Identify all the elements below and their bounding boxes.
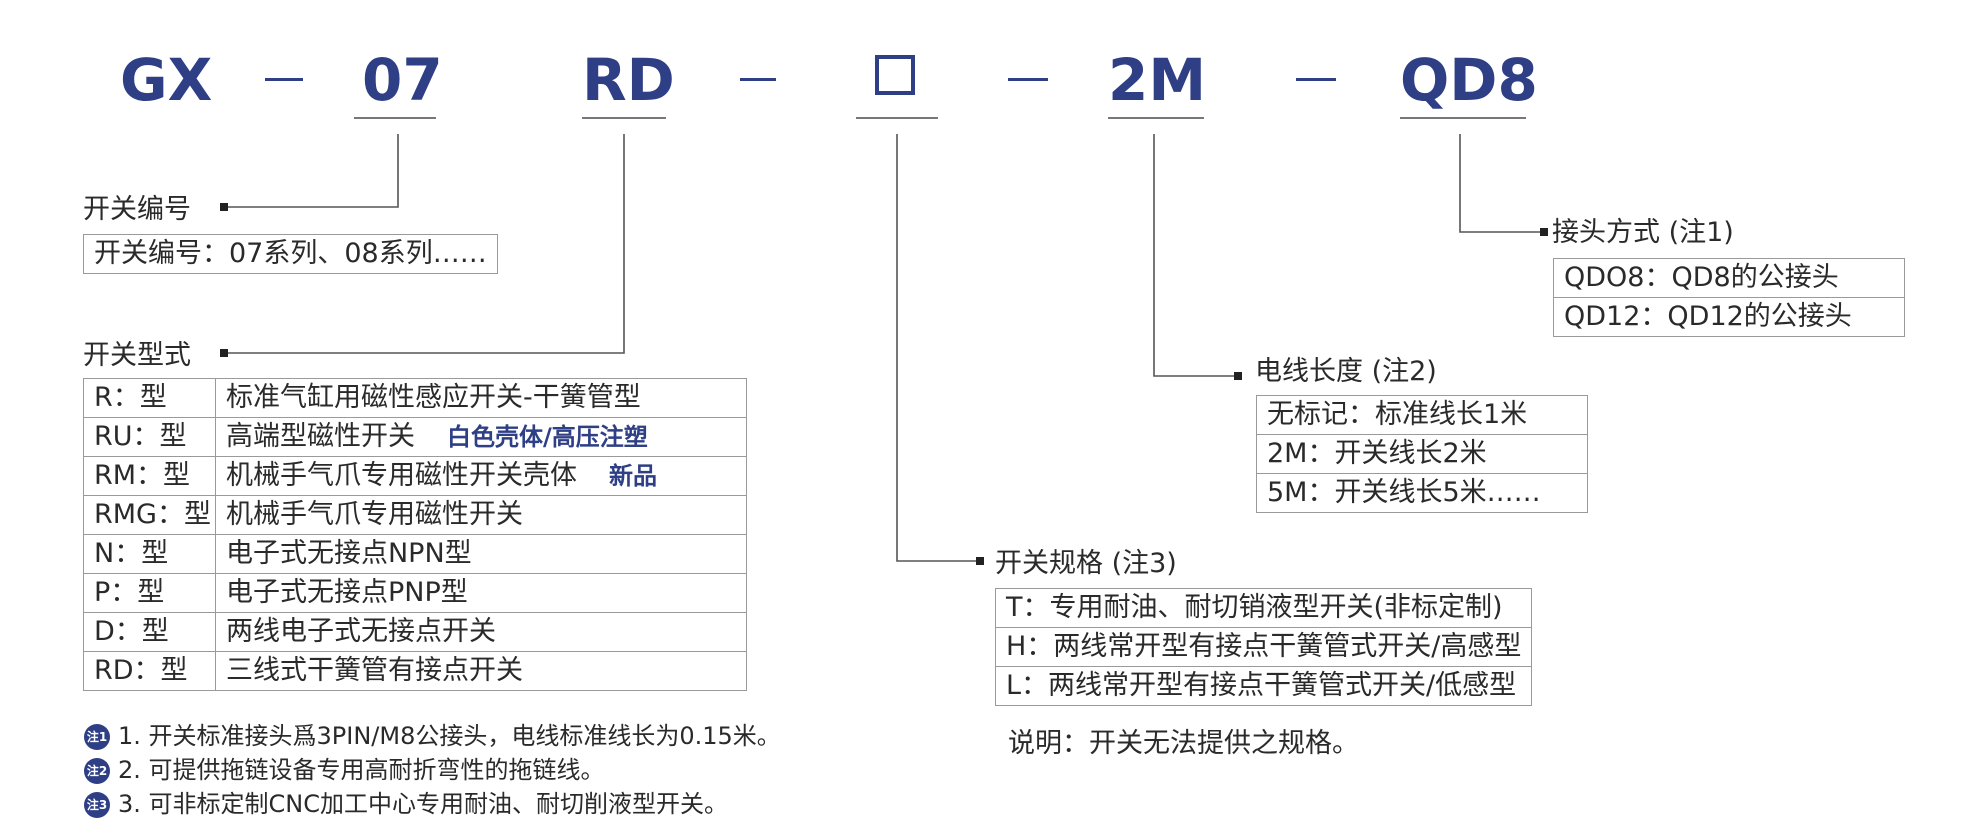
type-key-cell: RM：型 [83, 456, 216, 496]
table-row: N：型电子式无接点NPN型 [83, 534, 747, 574]
code-wire: 2M [1108, 46, 1207, 114]
type-key-cell: RMG：型 [83, 495, 216, 535]
connector-title: 接头方式 (注1) [1552, 217, 1734, 248]
table-row: D：型两线电子式无接点开关 [83, 612, 747, 652]
footnote: 注1 1. 开关标准接头爲3PIN/M8公接头，电线标准线长为0.15米。 [84, 721, 781, 751]
note-3-icon: 注3 [84, 792, 110, 818]
switch-type-title: 开关型式 [83, 340, 191, 371]
spec-placeholder-box [875, 55, 915, 95]
separator-dash [1008, 78, 1048, 81]
bullet-marker [1234, 372, 1242, 380]
switch-number-title: 开关编号 [83, 194, 191, 225]
wire-cell: 5M：开关线长5米…… [1256, 473, 1588, 513]
type-desc-cell: 电子式无接点PNP型 [214, 573, 747, 613]
type-desc-text: 高端型磁性开关 [225, 421, 415, 452]
type-key-cell: D：型 [83, 612, 216, 652]
type-key-cell: R：型 [83, 378, 216, 418]
bullet-marker [220, 349, 228, 357]
table-row: RU：型高端型磁性开关 白色壳体/高压注塑 [83, 417, 747, 457]
type-desc-cell: 标准气缸用磁性感应开关-干簧管型 [214, 378, 747, 418]
type-desc-text: 电子式无接点PNP型 [225, 577, 468, 608]
table-row: RMG：型机械手气爪专用磁性开关 [83, 495, 747, 535]
leader-line-series [226, 134, 399, 208]
separator-dash [265, 78, 303, 81]
wire-length-title: 电线长度 (注2) [1255, 356, 1437, 387]
wire-length-table: 无标记：标准线长1米 2M：开关线长2米 5M：开关线长5米…… [1256, 395, 1588, 513]
type-key-cell: RU：型 [83, 417, 216, 457]
spec-cell: H：两线常开型有接点干簧管式开关/高感型 [994, 627, 1533, 667]
footnote-text: 2. 可提供拖链设备专用高耐折弯性的拖链线。 [118, 756, 605, 784]
code-series: 07 [362, 46, 443, 114]
series-underline [354, 117, 436, 119]
type-desc-cell: 高端型磁性开关 白色壳体/高压注塑 [214, 417, 747, 457]
table-row: QD12：QD12的公接头 [1553, 297, 1905, 337]
table-row: 无标记：标准线长1米 [1256, 395, 1588, 435]
table-row: 5M：开关线长5米…… [1256, 473, 1588, 513]
wire-cell: 2M：开关线长2米 [1256, 434, 1588, 474]
spec-cell: T：专用耐油、耐切销液型开关(非标定制) [994, 588, 1533, 628]
switch-spec-table: T：专用耐油、耐切销液型开关(非标定制) H：两线常开型有接点干簧管式开关/高感… [994, 588, 1533, 706]
type-desc-text: 标准气缸用磁性感应开关-干簧管型 [225, 382, 641, 413]
table-row: T：专用耐油、耐切销液型开关(非标定制) [994, 588, 1533, 628]
leader-line-type [226, 134, 625, 354]
type-desc-text: 三线式干簧管有接点开关 [225, 655, 523, 686]
spec-underline [856, 117, 938, 119]
note-2-icon: 注2 [84, 758, 110, 784]
type-key-cell: P：型 [83, 573, 216, 613]
type-desc-cell: 电子式无接点NPN型 [214, 534, 747, 574]
bullet-marker [220, 203, 228, 211]
type-tag: 白色壳体/高压注塑 [446, 423, 648, 451]
switch-number-desc: 开关编号：07系列、08系列…… [83, 234, 498, 274]
connector-cell: QD12：QD12的公接头 [1553, 297, 1905, 337]
separator-dash [1296, 78, 1336, 81]
note-1-icon: 注1 [84, 724, 110, 750]
type-desc-cell: 三线式干簧管有接点开关 [214, 651, 747, 691]
code-type: RD [582, 46, 675, 114]
bullet-marker [1540, 228, 1548, 236]
code-prefix: GX [120, 46, 213, 114]
footnote: 注2 2. 可提供拖链设备专用高耐折弯性的拖链线。 [84, 755, 605, 785]
spec-note: 说明：开关无法提供之规格。 [1008, 728, 1359, 759]
type-key-cell: N：型 [83, 534, 216, 574]
table-row: R：型标准气缸用磁性感应开关-干簧管型 [83, 378, 747, 418]
footnote-text: 1. 开关标准接头爲3PIN/M8公接头，电线标准线长为0.15米。 [118, 722, 781, 750]
connector-table: QDO8：QD8的公接头 QD12：QD12的公接头 [1553, 258, 1905, 337]
bullet-marker [976, 557, 984, 565]
leader-line-connector [1459, 134, 1544, 233]
table-row: RD：型三线式干簧管有接点开关 [83, 651, 747, 691]
footnote: 注3 3. 可非标定制CNC加工中心专用耐油、耐切削液型开关。 [84, 789, 728, 819]
type-desc-cell: 机械手气爪专用磁性开关 [214, 495, 747, 535]
table-row: H：两线常开型有接点干簧管式开关/高感型 [994, 627, 1533, 667]
type-desc-cell: 机械手气爪专用磁性开关壳体 新品 [214, 456, 747, 496]
table-row: L：两线常开型有接点干簧管式开关/低感型 [994, 666, 1533, 706]
leader-line-spec [896, 134, 980, 562]
table-row: 2M：开关线长2米 [1256, 434, 1588, 474]
type-desc-text: 机械手气爪专用磁性开关 [225, 499, 523, 530]
wire-cell: 无标记：标准线长1米 [1256, 395, 1588, 435]
footnote-text: 3. 可非标定制CNC加工中心专用耐油、耐切削液型开关。 [118, 790, 728, 818]
type-underline [582, 117, 666, 119]
table-row: RM：型机械手气爪专用磁性开关壳体 新品 [83, 456, 747, 496]
type-desc-text: 机械手气爪专用磁性开关壳体 [225, 460, 577, 491]
spec-cell: L：两线常开型有接点干簧管式开关/低感型 [994, 666, 1533, 706]
table-row: QDO8：QD8的公接头 [1553, 258, 1905, 298]
leader-line-wire [1153, 134, 1238, 377]
connector-cell: QDO8：QD8的公接头 [1553, 258, 1905, 298]
type-key-cell: RD：型 [83, 651, 216, 691]
code-connector: QD8 [1400, 46, 1538, 114]
type-desc-text: 电子式无接点NPN型 [225, 538, 472, 569]
wire-underline [1108, 117, 1204, 119]
connector-underline [1400, 117, 1526, 119]
switch-spec-title: 开关规格 (注3) [995, 548, 1177, 579]
type-tag: 新品 [608, 462, 657, 490]
separator-dash [740, 78, 776, 81]
type-desc-cell: 两线电子式无接点开关 [214, 612, 747, 652]
type-desc-text: 两线电子式无接点开关 [225, 616, 496, 647]
table-row: P：型电子式无接点PNP型 [83, 573, 747, 613]
